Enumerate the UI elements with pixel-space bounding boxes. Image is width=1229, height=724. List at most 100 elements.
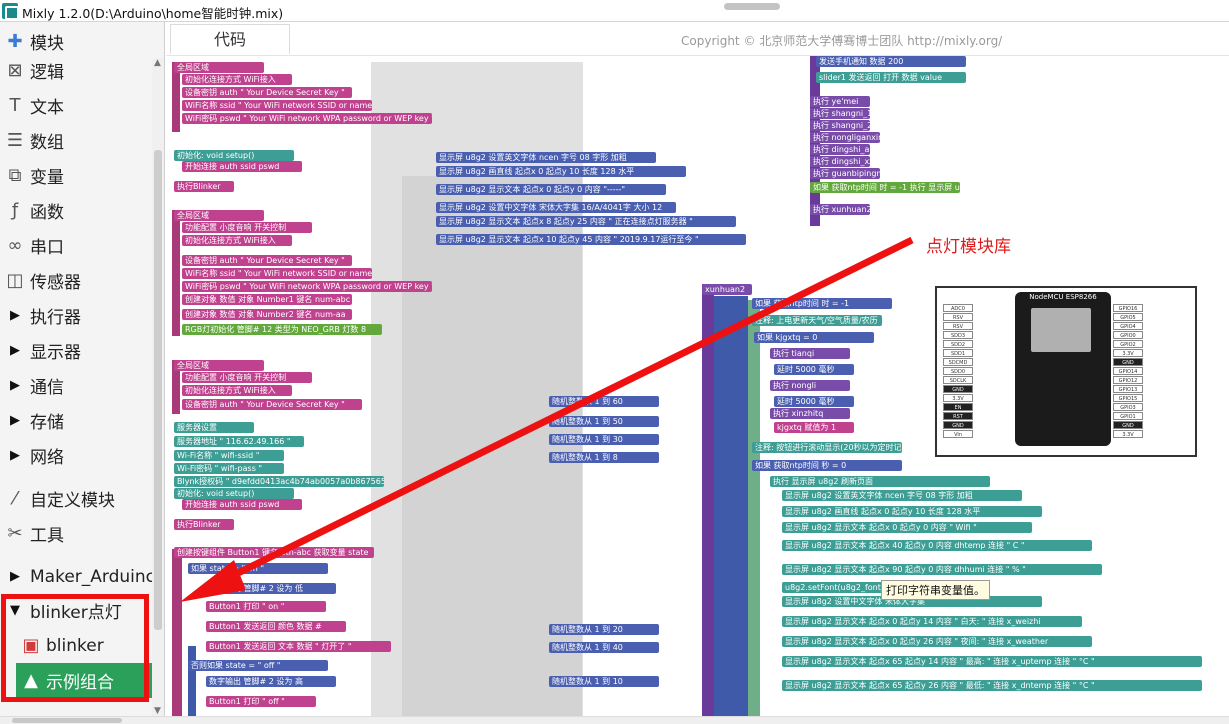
left-code-block[interactable]: 全局区域: [174, 210, 264, 221]
mid-code-block[interactable]: 随机整数从 1 到 50: [549, 416, 659, 427]
sidebar-item-7[interactable]: ◫传感器: [0, 263, 152, 298]
right-top-block[interactable]: 执行 ye'mei: [810, 96, 870, 107]
left-code-block[interactable]: 执行Blinker: [174, 519, 234, 530]
right-main-block[interactable]: 如果 获取ntp时间 秒 = 0: [752, 460, 902, 471]
left-code-block[interactable]: 全局区域: [174, 360, 264, 371]
chevron-right-icon[interactable]: ▶: [10, 448, 20, 463]
hat-block-global-2[interactable]: [172, 210, 180, 336]
right-main-block[interactable]: kjgxtq 赋值为 1: [774, 422, 854, 433]
sidebar-scrollbar[interactable]: ▲ ▼: [152, 58, 164, 716]
left-code-block[interactable]: Button1 打印 " on ": [206, 601, 326, 612]
sidebar-item-0[interactable]: ✚模块: [0, 24, 152, 59]
chevron-right-icon[interactable]: ▶: [10, 308, 20, 323]
mid-code-block[interactable]: 随机整数从 1 到 10: [549, 676, 659, 687]
right-main-block[interactable]: 如果 获取ntp时间 时 = -1: [752, 298, 892, 309]
sidebar-item-3[interactable]: ☰数组: [0, 123, 152, 158]
mid-code-block[interactable]: 随机整数从 1 到 30: [549, 434, 659, 445]
right-main-block[interactable]: 显示屏 u8g2 设置英文字体 ncen 字号 08 字形 加粗: [782, 490, 1022, 501]
mid-code-block[interactable]: 随机整数从 1 到 20: [549, 624, 659, 635]
right-top-block[interactable]: 执行 shangni_2: [810, 120, 870, 131]
left-code-block[interactable]: 执行Blinker: [174, 181, 234, 192]
right-main-block[interactable]: 显示屏 u8g2 显示文本 起点x 90 起点y 0 内容 dhhumi 连接 …: [782, 564, 1102, 575]
left-code-block[interactable]: 数字输出 管脚# 2 设为 高: [206, 676, 336, 687]
right-main-block[interactable]: 显示屏 u8g2 设置中文字体 宋体大字集: [782, 596, 1042, 607]
faded-block-group-inner[interactable]: [402, 176, 582, 716]
left-code-block[interactable]: 开始连接 auth ssid pswd: [182, 499, 302, 510]
right-main-block[interactable]: 执行 xinzhitq: [770, 408, 850, 419]
left-code-block[interactable]: 初始化: void setup(): [174, 488, 294, 499]
right-main-block[interactable]: 显示屏 u8g2 显示文本 起点x 40 起点y 0 内容 dhtemp 连接 …: [782, 540, 1092, 551]
left-code-block[interactable]: 设备密钥 auth " Your Device Secret Key ": [182, 87, 352, 98]
left-code-block[interactable]: 创建对象 数值 对象 Number2 键名 num-aa: [182, 309, 352, 320]
left-code-block[interactable]: 创建按键组件 Button1 键名 btn-abc 获取变量 state: [174, 547, 374, 558]
chevron-right-icon[interactable]: ▶: [10, 343, 20, 358]
sidebar-item-14[interactable]: ✂工具: [0, 516, 152, 551]
mid-code-block[interactable]: 随机整数从 1 到 8: [549, 452, 659, 463]
chevron-right-icon[interactable]: ▶: [10, 378, 20, 393]
left-code-block[interactable]: 开始连接 auth ssid pswd: [182, 161, 302, 172]
left-code-block[interactable]: 全局区域: [174, 62, 264, 73]
right-top-block[interactable]: 执行 xunhuan2: [810, 204, 870, 215]
left-code-block[interactable]: 初始化连接方式 WiFi接入: [182, 385, 292, 396]
if-body-inner[interactable]: [748, 300, 760, 716]
right-main-block[interactable]: 显示屏 u8g2 显示文本 起点x 65 起点y 26 内容 " 最低: " 连…: [782, 680, 1202, 691]
hat-block-global[interactable]: [172, 62, 180, 132]
left-code-block[interactable]: 否则如果 state = " off ": [188, 660, 328, 671]
left-code-block[interactable]: RGB灯初始化 管脚# 12 类型为 NEO_GRB 灯数 8: [182, 324, 382, 335]
sidebar-scroll-thumb[interactable]: [154, 150, 162, 630]
chevron-right-icon[interactable]: ▶: [10, 413, 20, 428]
left-code-block[interactable]: 数字输出 管脚# 2 设为 低: [206, 583, 336, 594]
left-code-block[interactable]: Button1 打印 " off ": [206, 696, 316, 707]
right-main-block[interactable]: 显示屏 u8g2 显示文本 起点x 0 起点y 0 内容 " Wifi ": [782, 522, 1032, 533]
sidebar-item-12[interactable]: ▶网络: [0, 438, 152, 473]
right-top-block[interactable]: 执行 shangni_1: [810, 108, 870, 119]
right-top-block[interactable]: 发送手机通知 数据 200: [816, 56, 966, 67]
left-code-block[interactable]: 功能配置 小度音响 开关控制: [182, 222, 312, 233]
sidebar-item-6[interactable]: ∞串口: [0, 228, 152, 263]
hat-block-global-3[interactable]: [172, 360, 180, 414]
right-main-block[interactable]: 执行 tianqi: [770, 348, 850, 359]
right-top-block[interactable]: slider1 发送返回 打开 数据 value: [816, 72, 966, 83]
right-top-block[interactable]: 执行 dingshi_xz: [810, 156, 870, 167]
left-code-block[interactable]: 服务器设置: [174, 422, 254, 433]
window-drag-handle[interactable]: [724, 3, 780, 10]
hat-block-button[interactable]: [172, 549, 182, 716]
left-code-block[interactable]: WiFi名称 ssid " Your WiFi network SSID or …: [182, 268, 372, 279]
right-main-block[interactable]: 如果 kjgxtq = 0: [754, 332, 874, 343]
if-body-main[interactable]: [714, 296, 748, 716]
left-code-block[interactable]: Button1 发送返回 文本 数据 " 灯开了 ": [206, 641, 391, 652]
right-main-block[interactable]: 显示屏 u8g2 显示文本 起点x 0 起点y 14 内容 " 白天: " 连接…: [782, 616, 1082, 627]
left-code-block[interactable]: WiFi密码 pswd " Your WiFi network WPA pass…: [182, 113, 432, 124]
left-code-block[interactable]: 如果 state = " on ": [188, 563, 328, 574]
right-main-block[interactable]: xunhuan2: [702, 284, 752, 295]
right-top-block[interactable]: 执行 guanbipingmu: [810, 168, 880, 179]
right-main-block[interactable]: 执行 显示屏 u8g2 刷新页面: [770, 476, 990, 487]
scroll-up-icon[interactable]: ▲: [154, 58, 161, 68]
if-block-body[interactable]: [188, 646, 196, 716]
left-code-block[interactable]: Button1 发送返回 颜色 数据 #: [206, 621, 346, 632]
sidebar-item-9[interactable]: ▶显示器: [0, 333, 152, 368]
right-top-block[interactable]: 执行 dingshi_air: [810, 144, 870, 155]
left-code-block[interactable]: 功能配置 小度音响 开关控制: [182, 372, 312, 383]
right-main-block[interactable]: 注释: 按钮进行滚动显示(20秒以为定时记事显示): [752, 442, 902, 453]
sidebar-item-17[interactable]: ▣blinker: [16, 628, 164, 663]
scroll-down-icon[interactable]: ▼: [154, 706, 161, 716]
right-main-block[interactable]: 显示屏 u8g2 画直线 起点x 0 起点y 10 长度 128 水平: [782, 506, 1042, 517]
left-code-block[interactable]: Wi-Fi密码 " wifi-pass ": [174, 463, 284, 474]
right-main-block[interactable]: 注释: 上电更新天气/空气质量/农历: [752, 315, 882, 326]
sidebar-item-18[interactable]: ▲示例组合: [16, 663, 164, 698]
sidebar-item-16[interactable]: ▼blinker点灯: [0, 593, 152, 628]
mid-code-block[interactable]: 显示屏 u8g2 画直线 起点x 0 起点y 10 长度 128 水平: [436, 166, 686, 177]
mid-code-block[interactable]: 随机整数从 1 到 60: [549, 396, 659, 407]
right-top-block[interactable]: 执行 nongliganxin: [810, 132, 880, 143]
sidebar-item-10[interactable]: ▶通信: [0, 368, 152, 403]
sidebar-item-8[interactable]: ▶执行器: [0, 298, 152, 333]
left-code-block[interactable]: 设备密钥 auth " Your Device Secret Key ": [182, 255, 352, 266]
right-main-block[interactable]: 延时 5000 毫秒: [774, 396, 854, 407]
right-main-block[interactable]: 执行 nongli: [770, 380, 850, 391]
tab-code[interactable]: 代码: [170, 24, 290, 54]
left-code-block[interactable]: WiFi密码 pswd " Your WiFi network WPA pass…: [182, 281, 432, 292]
mid-code-block[interactable]: 显示屏 u8g2 显示文本 起点x 8 起点y 25 内容 " 正在连接点灯服务…: [436, 216, 736, 227]
